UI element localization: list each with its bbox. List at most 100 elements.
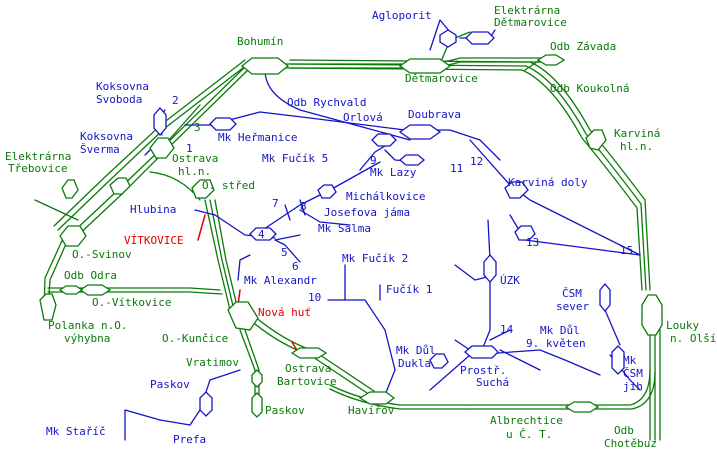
label-odb-rychvald: Odb Rychvald [287,96,366,109]
label-bohumin: Bohumín [237,35,283,48]
label-koksovna-svoboda-2: Svoboda [96,93,142,106]
station-havirov [358,391,396,405]
track-havirov-albrechtice-a [329,384,471,406]
labels-main: Bohumín Elektrárna Dětmarovice Odb Závad… [5,4,716,450]
station-detmarovice [398,58,452,74]
label-fucik1: Fučík 1 [386,283,432,296]
station-prefa [199,391,213,417]
labels-highlight: VÍTKOVICE Nová huť [124,234,311,319]
labels-siding: Agloporit Koksovna Svoboda Koksovna Šver… [46,9,643,446]
label-mk-hermanice: Mk Heřmanice [218,131,297,144]
label-karvina-doly: Karviná doly [508,176,588,189]
label-csm-sever-1: ČSM [562,287,582,300]
label-odb-zavada: Odb Závada [550,40,616,53]
label-mk-salma: Mk Salma [318,222,371,235]
label-agloporit: Agloporit [372,9,432,22]
station-ostrava-hln [149,137,175,159]
label-bartovice-1: Ostrava [285,362,331,375]
label-nova-hut: Nová huť [258,306,311,319]
label-bartovice-2: Bartovice [277,375,337,388]
station-13 [514,225,536,241]
station-csm-jih [611,345,625,375]
station-svinov [59,225,87,247]
siding-hlubina [194,209,216,216]
station-louky [641,294,663,336]
label-mk-lazy: Mk Lazy [370,166,417,179]
siding-alexandr [237,254,251,281]
label-csm-sever-2: sever [556,300,589,313]
label-ostrava-hln-1: Ostrava [172,152,218,165]
label-koksovna-sverma-1: Koksovna [80,130,133,143]
station-doubrava [398,124,442,140]
siding-doubrava-karvina [469,139,641,256]
label-koksovna-svoboda-1: Koksovna [96,80,149,93]
station-paskov [251,392,263,418]
siding-dukla [454,339,471,351]
station-polanka [39,293,57,321]
label-o-vitkovice: O.-Vítkovice [92,296,171,309]
siding-7-8 [284,199,306,221]
station-bohumin [240,57,290,75]
stations [39,29,663,418]
marker-11: 11 [450,162,463,175]
label-paskov-siding: Paskov [150,378,190,391]
station-koksovna-svoboda [153,107,167,136]
station-albrechtice [564,401,600,413]
highlight-vitkovice-track [197,214,206,241]
station-orlova [371,133,397,147]
track-albrechtice-louky-b [469,371,656,410]
marker-7: 7 [272,197,279,210]
siding-uzk [479,219,491,356]
label-el-detmarovice-2: Dětmarovice [494,16,567,29]
station-csm-sever [599,282,611,313]
label-koksovna-sverma-2: Šverma [80,143,120,156]
label-csm-jih-1: Mk [623,354,637,367]
station-uzk [483,254,497,283]
label-sucha-1: Prostř. [460,364,506,377]
label-mk-alexandr: Mk Alexandr [244,274,317,287]
siding-hub4-5-6 [274,239,301,263]
label-ostrava-hln-2: hl.n. [178,165,211,178]
label-havirov: Havířov [348,404,395,417]
label-albrechtice-2: u Č. T. [506,428,552,441]
label-mk-fucik5: Mk Fučík 5 [262,152,328,165]
label-csm-jih-3: jih [623,380,643,393]
marker-10: 10 [308,291,321,304]
label-prefa: Prefa [173,433,206,446]
track-stred-kuncice-c [214,199,239,311]
label-orlova: Orlová [343,111,383,124]
label-sucha-2: Suchá [476,376,509,389]
station-josefova [317,184,337,199]
track-bohumin-svinov-a [57,63,249,231]
label-csm-jih-2: ČSM [623,367,643,380]
label-chotebuz-2: Chotěbuz [604,437,657,450]
label-vitkovice: VÍTKOVICE [124,234,184,247]
label-albrechtice-1: Albrechtice [490,414,563,427]
label-paskov-main: Paskov [265,404,305,417]
label-9kveten-2: 9. květen [526,337,586,350]
marker-13: 13 [526,236,539,249]
label-odb-odra: Odb Odra [64,269,117,282]
siding-14 [489,329,511,341]
station-agloporit [439,29,457,48]
station-trebovice [61,179,79,199]
label-trebovice-2: Třebovice [8,162,68,175]
track-bohumin-koukolna-a [289,59,651,291]
track-ostrava-svinov-b [73,151,165,240]
station-vratimov [251,369,263,388]
number-markers: 1 2 3 4 5 6 7 8 9 10 11 12 13 14 15 [172,94,633,336]
track-bohumin-svinov-b [53,59,246,227]
station-hermanice [209,117,237,131]
label-trebovice-1: Elektrárna [5,150,71,163]
marker-6: 6 [292,260,299,273]
label-kuncice: O.-Kunčice [162,332,228,345]
track-stred-kuncice-b [209,199,235,311]
label-9kveten-1: Mk Důl [540,324,580,337]
label-louky-1: Louky [666,319,699,332]
label-karvina-hln-2: hl.n. [620,140,653,153]
label-polanka-1: Polanka n.O. [48,319,127,332]
label-mk-fucik2: Mk Fučík 2 [342,252,408,265]
marker-15: 15 [620,244,633,257]
station-o-vitkovice [78,284,112,296]
siding-vratimov [209,369,241,381]
